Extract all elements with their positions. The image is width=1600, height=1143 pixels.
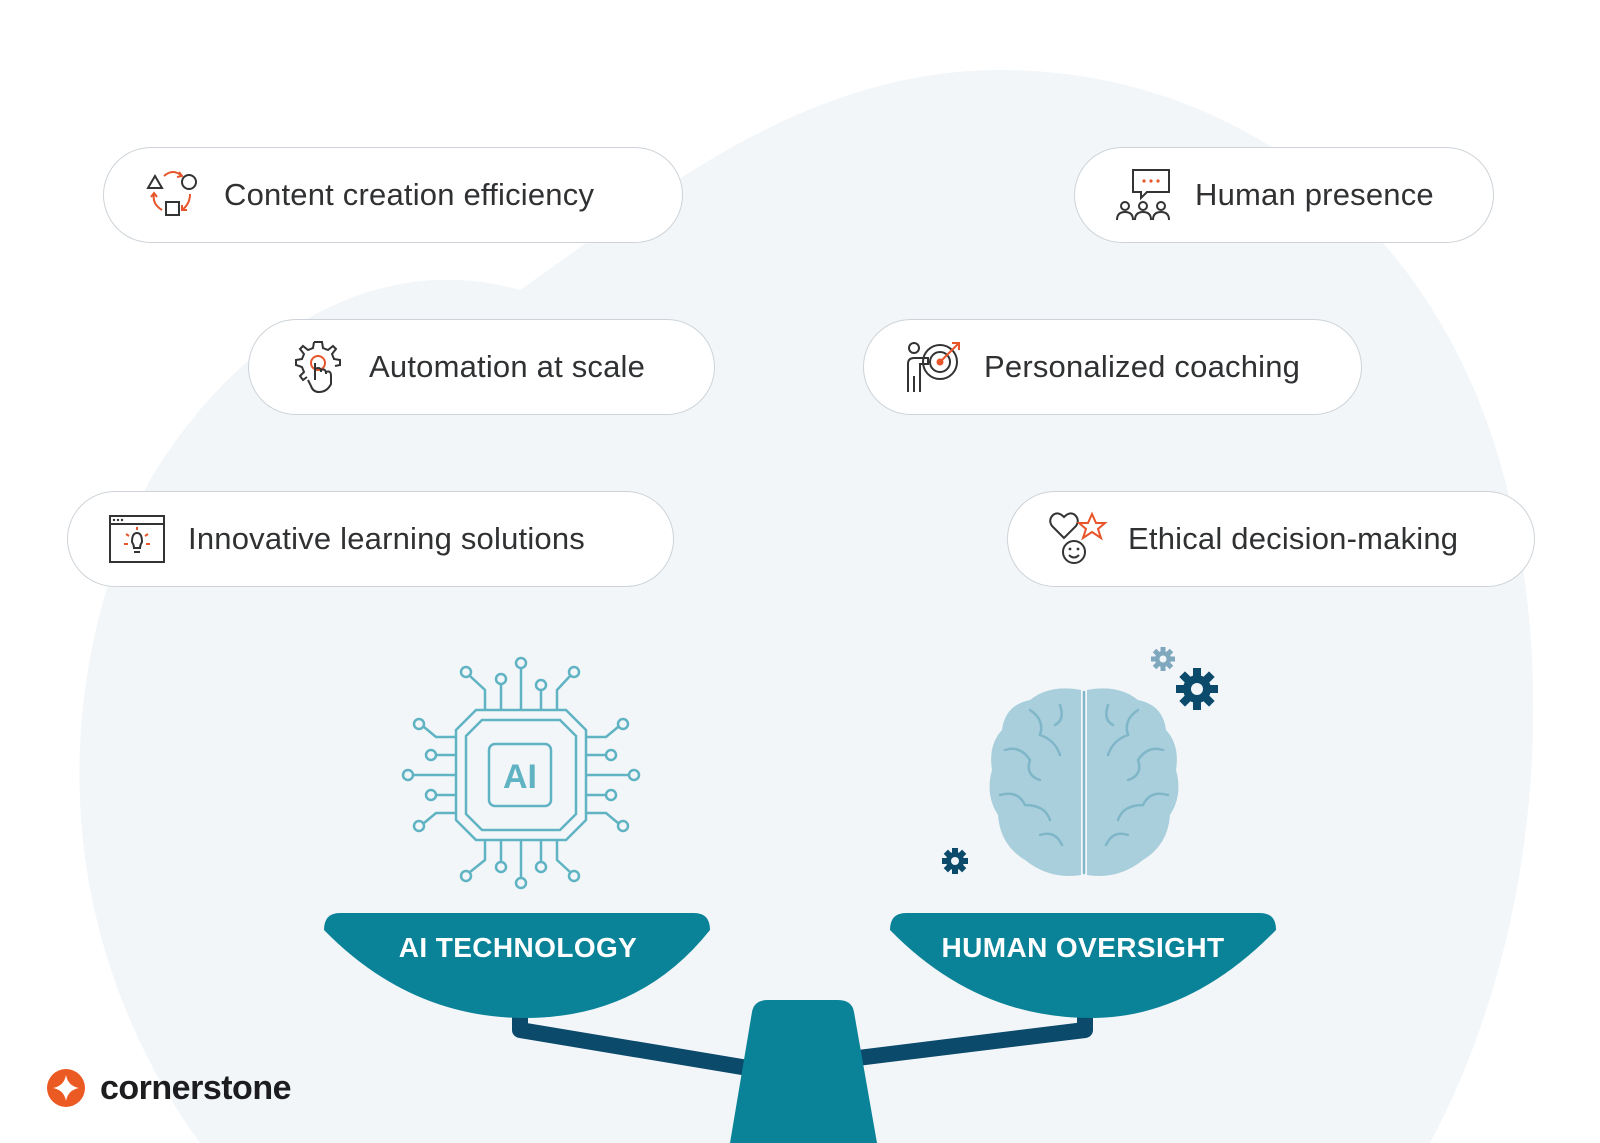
brand-name: cornerstone (100, 1068, 292, 1107)
brain-icon (989, 688, 1179, 876)
scale-fulcrum (730, 1000, 877, 1143)
cornerstone-logo: cornerstone (46, 1068, 292, 1108)
pill-automation-at-scale: Automation at scale (248, 319, 715, 415)
cornerstone-star-icon (47, 1069, 85, 1107)
pill-human-presence: Human presence (1074, 147, 1494, 243)
pill-label: Ethical decision-making (1128, 521, 1459, 556)
lightbulb-browser-icon (109, 515, 165, 563)
left-pan (324, 913, 710, 1018)
ai-chip-label: AI (503, 758, 537, 796)
ai-technology-label: AI TECHNOLOGY (398, 932, 638, 963)
pill-label: Personalized coaching (984, 349, 1301, 384)
gear-icon (942, 848, 968, 874)
pill-label: Human presence (1195, 177, 1434, 212)
pill-label: Content creation efficiency (224, 177, 595, 212)
pill-content-creation-efficiency: Content creation efficiency (103, 147, 683, 243)
gear-hand-icon (295, 341, 341, 394)
right-pan (890, 913, 1276, 1018)
pill-personalized-coaching: Personalized coaching (863, 319, 1362, 415)
gear-icon (1176, 668, 1218, 710)
chat-group-icon (1116, 169, 1170, 221)
human-oversight-label: HUMAN OVERSIGHT (941, 932, 1225, 963)
shapes-cycle-icon (146, 171, 197, 216)
pill-label: Innovative learning solutions (188, 521, 585, 556)
pill-innovative-learning-solutions: Innovative learning solutions (67, 491, 674, 587)
ai-chip-icon (401, 656, 641, 890)
target-presenter-icon (907, 342, 960, 392)
gear-icon (1151, 647, 1175, 671)
heart-star-smile-icon (1049, 511, 1108, 564)
pill-label: Automation at scale (369, 349, 646, 384)
pill-ethical-decision-making: Ethical decision-making (1007, 491, 1535, 587)
